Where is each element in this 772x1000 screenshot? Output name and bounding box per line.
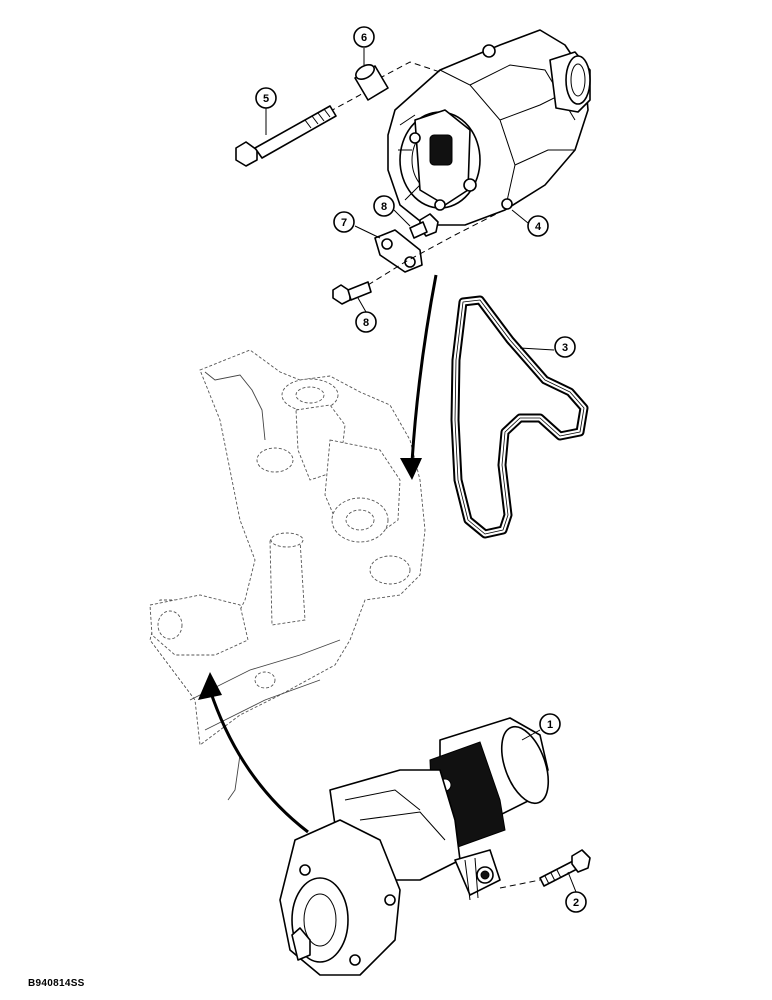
callout-6: 6 xyxy=(353,26,375,48)
figure-code: B940814SS xyxy=(28,978,85,989)
svg-text:8: 8 xyxy=(363,317,369,329)
leader-lines xyxy=(265,48,577,893)
svg-text:1: 1 xyxy=(547,719,553,731)
svg-text:3: 3 xyxy=(562,342,568,354)
bracket-plate-7 xyxy=(374,229,423,273)
bolt-5 xyxy=(235,105,337,167)
bolt-8-lower xyxy=(332,281,372,305)
alternator xyxy=(387,29,591,226)
callout-7: 7 xyxy=(333,211,355,233)
install-arrow-starter xyxy=(198,672,309,834)
callout-8-upper: 8 xyxy=(373,195,395,217)
bolt-8-upper xyxy=(409,213,439,239)
svg-text:2: 2 xyxy=(573,897,579,909)
svg-text:5: 5 xyxy=(263,93,269,105)
svg-text:7: 7 xyxy=(341,217,347,229)
svg-text:6: 6 xyxy=(361,32,367,44)
drive-belt xyxy=(450,295,589,539)
svg-text:8: 8 xyxy=(381,201,387,213)
bolt-2 xyxy=(539,849,591,887)
starter-motor xyxy=(279,717,550,976)
callout-4: 4 xyxy=(527,215,549,237)
svg-text:4: 4 xyxy=(535,221,542,233)
callout-8-lower: 8 xyxy=(355,311,377,333)
callout-1: 1 xyxy=(539,713,561,735)
engine-block-ghost xyxy=(149,349,426,801)
spacer-6 xyxy=(354,63,389,101)
install-arrow-alternator xyxy=(400,274,438,480)
callout-2: 2 xyxy=(565,891,587,913)
callout-3: 3 xyxy=(554,336,576,358)
callout-5: 5 xyxy=(255,87,277,109)
